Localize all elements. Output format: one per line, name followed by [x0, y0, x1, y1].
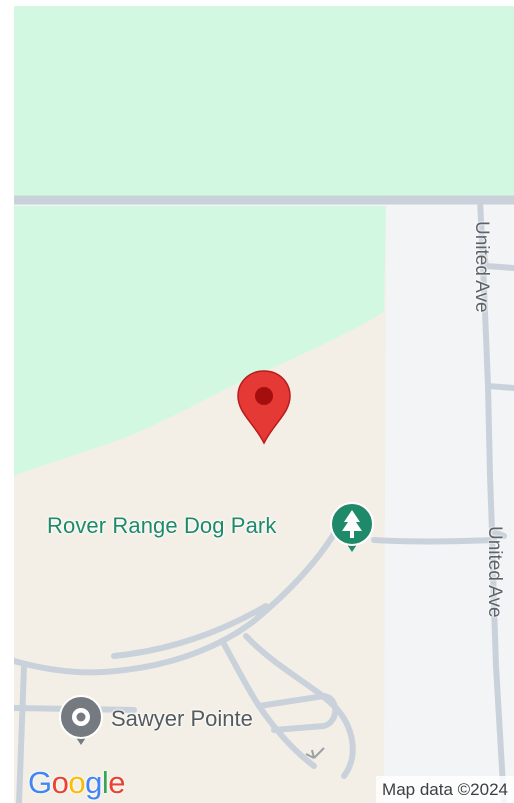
map-pin-icon[interactable]: [236, 369, 292, 450]
place-label[interactable]: Sawyer Pointe: [111, 706, 253, 731]
road-network-east: [371, 197, 514, 803]
greenspace-lower: [14, 206, 386, 476]
google-logo: Google: [28, 765, 126, 800]
direction-arrow: [305, 747, 325, 759]
greenspace-top: [14, 6, 514, 200]
map-attribution[interactable]: Map data ©2024: [376, 776, 514, 803]
street-label: United Ave: [484, 526, 505, 618]
place-marker-icon[interactable]: [58, 695, 104, 752]
map-view[interactable]: Rover Range Dog Park Sawyer Pointe Unite…: [14, 6, 514, 803]
street-label: United Ave: [471, 221, 492, 313]
map-base: [14, 6, 514, 803]
tree-icon[interactable]: [329, 502, 375, 559]
park-label[interactable]: Rover Range Dog Park: [47, 513, 277, 538]
